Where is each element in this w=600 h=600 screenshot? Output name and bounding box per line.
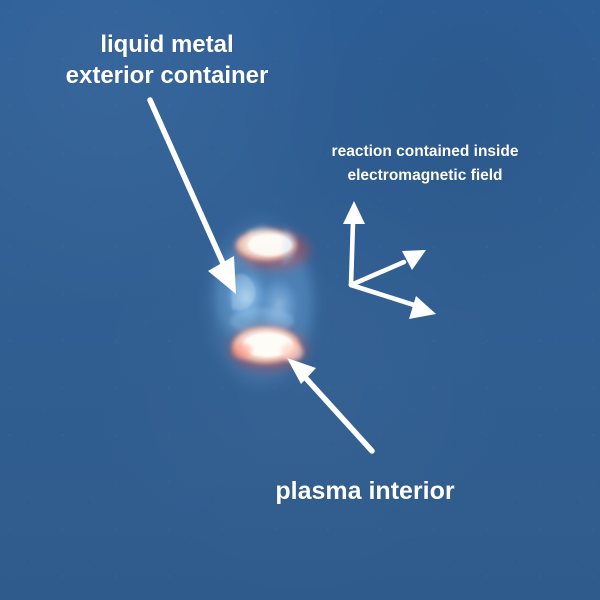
liquid-metal-label-line: liquid metal xyxy=(100,31,234,58)
liquid-metal-container-label: liquid metal exterior container xyxy=(42,29,292,91)
exterior-container-label-line: exterior container xyxy=(65,62,269,89)
plasma-interior-label: plasma interior xyxy=(250,475,480,507)
electromagnetic-field-label: reaction contained inside electromagneti… xyxy=(287,140,563,188)
middle-blue-shell xyxy=(227,271,301,334)
reaction-contained-label-line: reaction contained inside xyxy=(331,143,519,160)
electromagnetic-field-label-line: electromagnetic field xyxy=(347,167,503,184)
plasma-interior-label-line: plasma interior xyxy=(275,477,455,505)
upper-glow-segment xyxy=(235,226,310,270)
lower-plasma-core xyxy=(228,326,308,372)
